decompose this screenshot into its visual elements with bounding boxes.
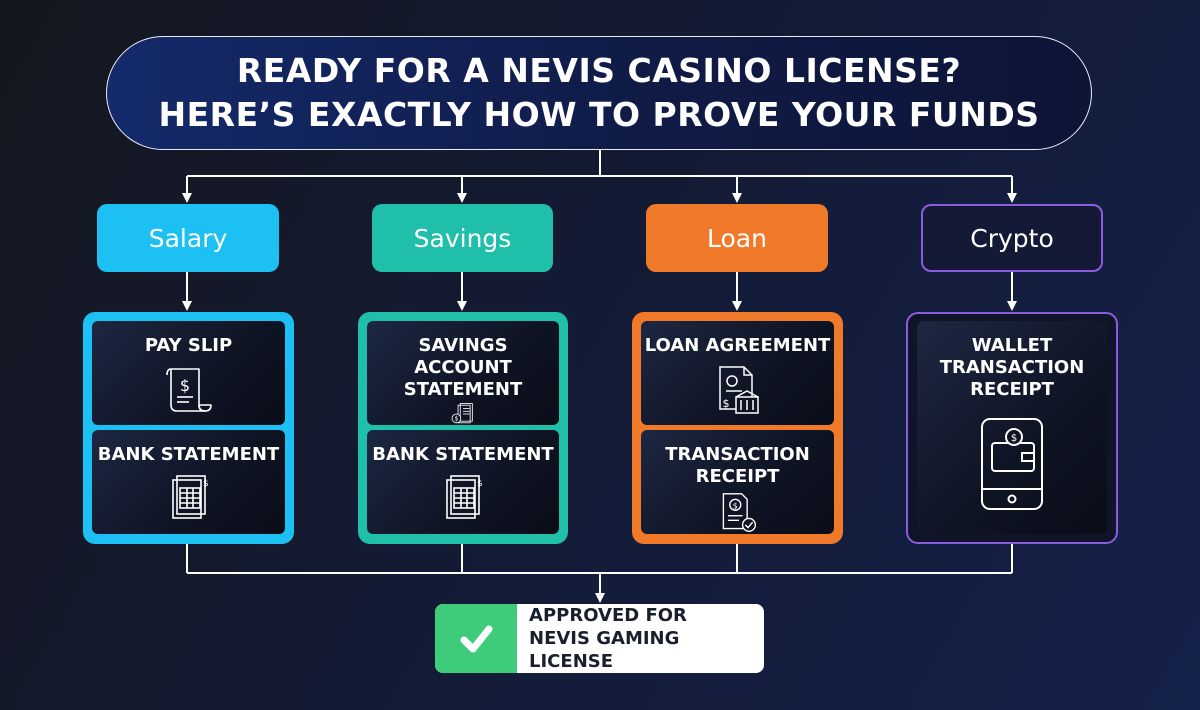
title-line-1: READY FOR A NEVIS CASINO LICENSE? xyxy=(236,51,962,90)
bank-statement-icon: $ xyxy=(171,475,209,519)
card-wallet-transaction-receipt: WALLET TRANSACTION RECEIPT $ xyxy=(917,321,1107,534)
approved-result: APPROVED FOR NEVIS GAMING LICENSE xyxy=(435,604,764,673)
savings-statement-icon: $ xyxy=(451,403,473,424)
wallet-phone-icon: $ xyxy=(981,418,1043,510)
category-crypto: Crypto xyxy=(921,204,1103,272)
card-transaction-receipt-label: TRANSACTION RECEIPT xyxy=(665,444,810,487)
card-wallet-transaction-receipt-label: WALLET TRANSACTION RECEIPT xyxy=(939,335,1085,400)
category-loan-label: Loan xyxy=(707,223,767,253)
approved-text: APPROVED FOR NEVIS GAMING LICENSE xyxy=(529,605,687,672)
checkmark-icon xyxy=(458,620,494,657)
card-pay-slip: PAY SLIP $ xyxy=(92,321,285,425)
panel-loan: LOAN AGREEMENT $ TRANSACTION RECEIPT xyxy=(632,312,843,544)
title-line-2: HERE’S EXACTLY HOW TO PROVE YOUR FUNDS xyxy=(158,95,1040,134)
card-bank-statement-savings: BANK STATEMENT $ xyxy=(367,430,559,534)
card-savings-account-statement-label: SAVINGS ACCOUNT STATEMENT xyxy=(403,335,523,400)
category-loan: Loan xyxy=(646,204,828,272)
bank-statement-icon: $ xyxy=(446,475,483,519)
panel-crypto: WALLET TRANSACTION RECEIPT $ xyxy=(906,312,1118,544)
panel-salary: PAY SLIP $ BANK STATEMENT $ xyxy=(83,312,294,544)
card-pay-slip-label: PAY SLIP xyxy=(144,335,233,356)
category-savings-label: Savings xyxy=(413,223,512,253)
category-salary: Salary xyxy=(97,204,279,272)
svg-text:$: $ xyxy=(454,416,458,423)
svg-text:$: $ xyxy=(732,500,737,510)
transaction-receipt-icon: $ xyxy=(722,493,756,532)
svg-text:$: $ xyxy=(722,397,729,410)
card-transaction-receipt: TRANSACTION RECEIPT $ xyxy=(641,430,834,534)
category-savings: Savings xyxy=(372,204,553,272)
approved-check-box xyxy=(435,604,518,673)
title-banner: READY FOR A NEVIS CASINO LICENSE? HERE’S… xyxy=(106,36,1092,150)
svg-text:$: $ xyxy=(179,376,189,395)
card-bank-statement-savings-label: BANK STATEMENT xyxy=(372,444,554,465)
pay-slip-icon: $ xyxy=(165,368,212,412)
card-savings-account-statement: SAVINGS ACCOUNT STATEMENT $ xyxy=(367,321,559,425)
category-crypto-label: Crypto xyxy=(970,223,1054,253)
panel-savings: SAVINGS ACCOUNT STATEMENT $ BANK STATEME… xyxy=(358,312,568,544)
category-salary-label: Salary xyxy=(148,223,228,253)
card-loan-agreement-label: LOAN AGREEMENT xyxy=(644,335,831,356)
card-bank-statement-salary: BANK STATEMENT $ xyxy=(92,430,285,534)
card-loan-agreement: LOAN AGREEMENT $ xyxy=(641,321,834,425)
card-bank-statement-salary-label: BANK STATEMENT xyxy=(97,444,280,465)
svg-text:$: $ xyxy=(1011,433,1017,444)
loan-agreement-icon: $ xyxy=(718,366,759,414)
svg-text:$: $ xyxy=(203,479,209,489)
svg-text:$: $ xyxy=(477,479,483,489)
